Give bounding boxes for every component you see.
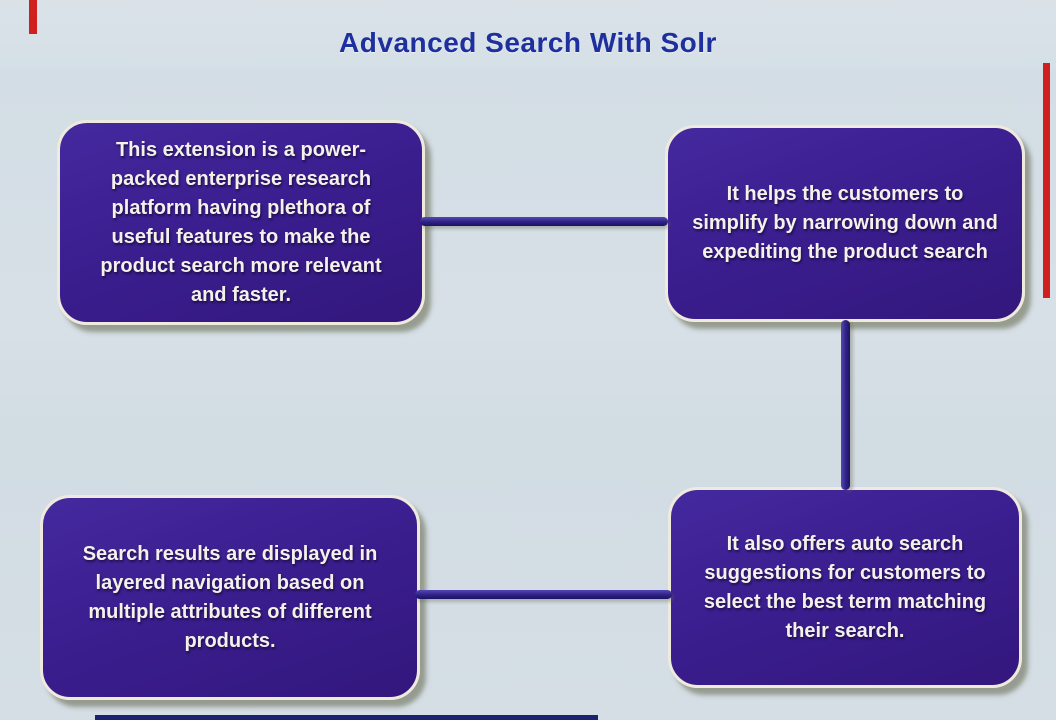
diagram-box-bottom-right-text: It also offers auto search suggestions f… — [703, 532, 987, 642]
red-edge-marker-top-left — [29, 0, 37, 34]
diagram-box-bottom-left-text: Search results are displayed in layered … — [82, 542, 378, 652]
diagram-title: Advanced Search With Solr — [339, 27, 717, 58]
red-edge-marker-right — [1043, 63, 1050, 298]
diagram-box-bottom-left: Search results are displayed in layered … — [40, 495, 420, 700]
navy-bottom-bar — [95, 715, 598, 720]
diagram-box-top-left: This extension is a power-packed enterpr… — [57, 120, 425, 325]
diagram-box-bottom-right: It also offers auto search suggestions f… — [668, 487, 1022, 688]
diagram-box-top-right-text: It helps the customers to simplify by na… — [692, 183, 998, 263]
diagram-box-top-right: It helps the customers to simplify by na… — [665, 125, 1025, 322]
connector-bottom-left-to-bottom-right — [415, 590, 672, 599]
diagram-box-top-left-text: This extension is a power-packed enterpr… — [100, 138, 382, 306]
connector-top-left-to-top-right — [420, 217, 668, 226]
connector-top-right-to-bottom-right — [841, 320, 850, 490]
